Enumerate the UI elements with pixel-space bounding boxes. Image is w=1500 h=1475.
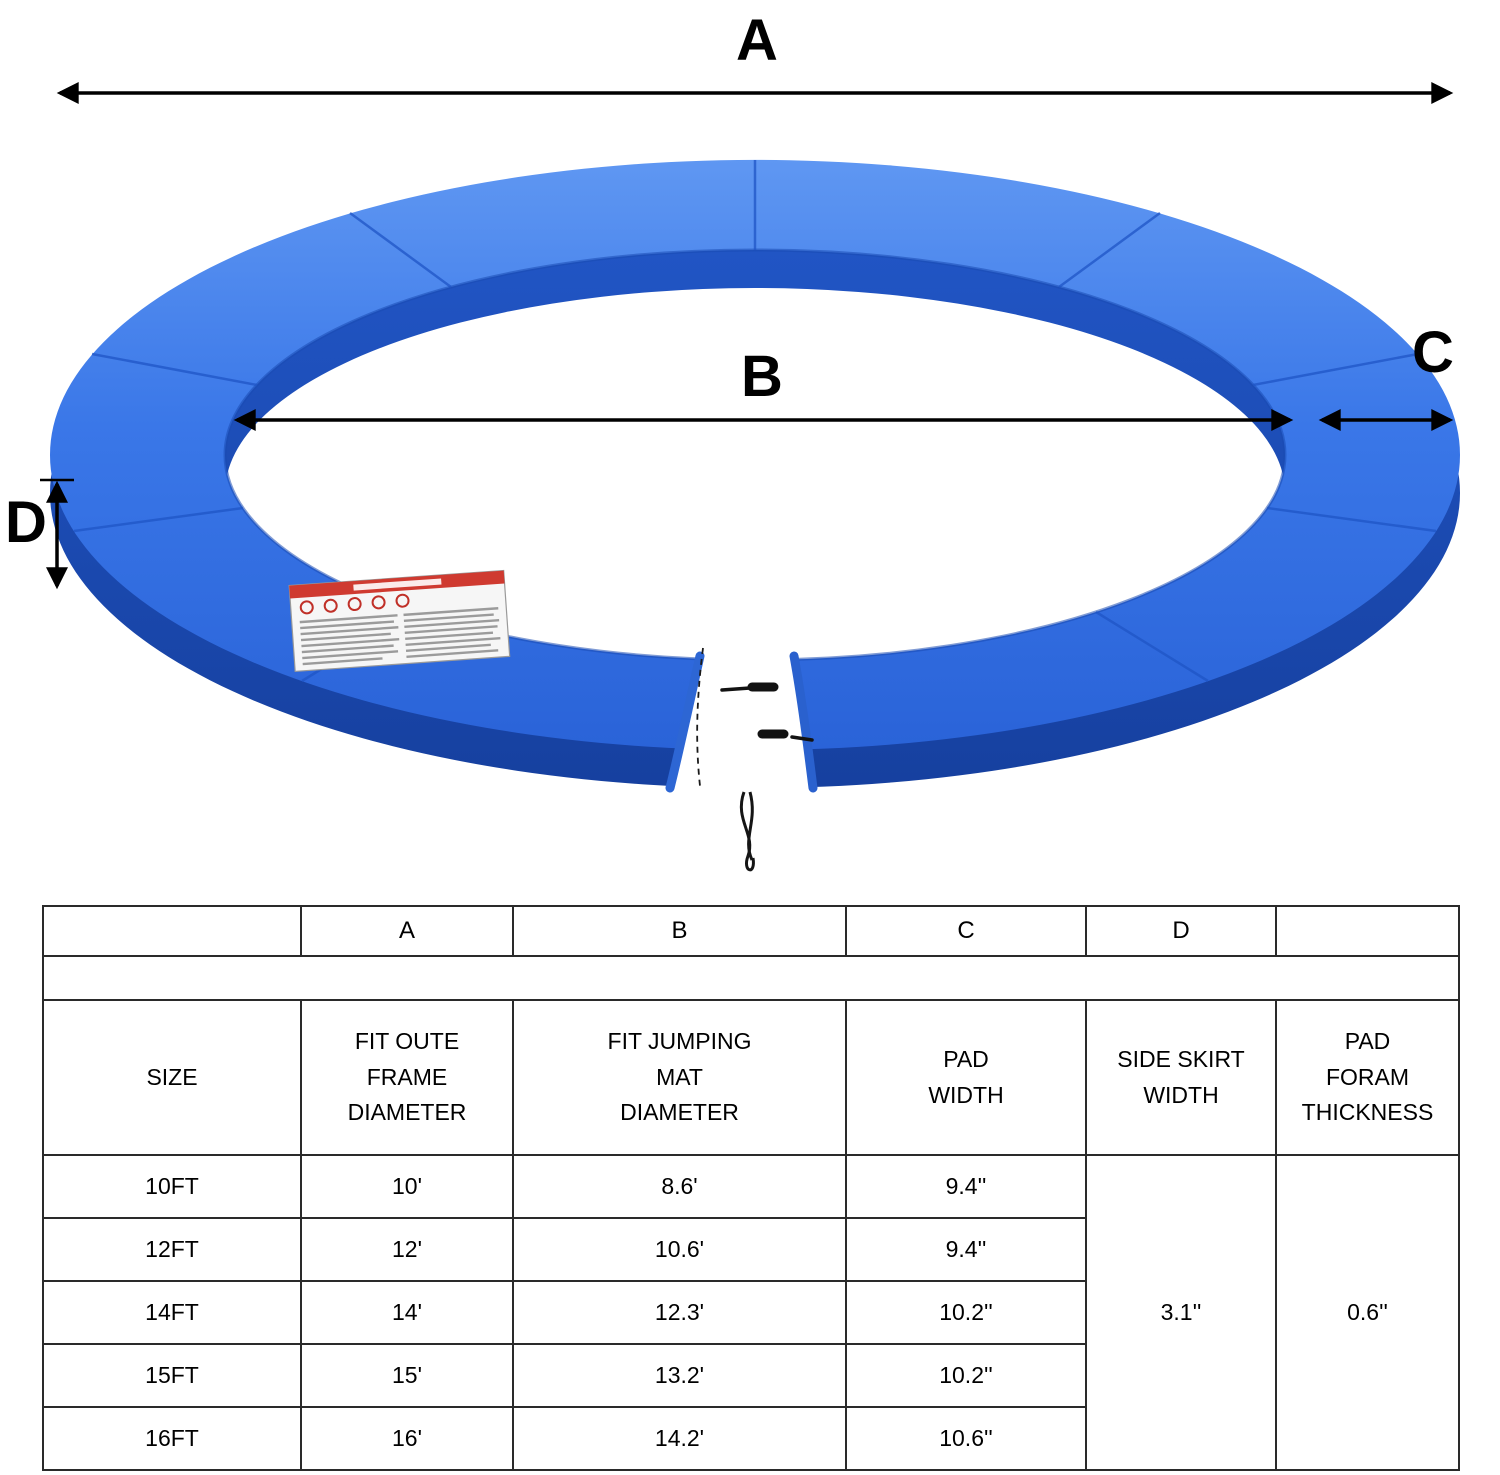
fold-seam-dashed — [696, 647, 704, 787]
cell-a: 15' — [300, 1343, 514, 1408]
cell-c: 9.4'' — [845, 1217, 1087, 1282]
tie-cord — [739, 791, 755, 872]
cell-a: 10' — [300, 1154, 514, 1219]
cell-size: 10FT — [42, 1154, 302, 1219]
letter-header-d: D — [1085, 905, 1277, 957]
cell-b: 8.6' — [512, 1154, 847, 1219]
cell-b: 12.3' — [512, 1280, 847, 1345]
cell-size: 16FT — [42, 1406, 302, 1471]
cell-c: 10.2'' — [845, 1343, 1087, 1408]
table-row: 10FT 10' 8.6' 9.4'' 3.1'' 0.6'' — [42, 1154, 1460, 1471]
table-row: 15FT 15' 13.2' 10.2'' — [42, 1343, 1459, 1408]
table-row: 16FT 16' 14.2' 10.6'' — [42, 1406, 1459, 1471]
cell-b: 10.6' — [512, 1217, 847, 1282]
letter-header-c: C — [845, 905, 1087, 957]
cell-a: 16' — [300, 1406, 514, 1471]
spacer-cell — [42, 955, 1460, 1001]
cell-b: 13.2' — [512, 1343, 847, 1408]
col-header-mat-diameter: FIT JUMPING MAT DIAMETER — [512, 999, 847, 1156]
col-header-size: SIZE — [42, 999, 302, 1156]
letter-header-blank-right — [1275, 905, 1460, 957]
cell-size: 15FT — [42, 1343, 302, 1408]
attachment-clips — [720, 682, 814, 742]
cell-a: 14' — [300, 1280, 514, 1345]
letter-header-blank-left — [42, 905, 302, 957]
dim-label-c: C — [1412, 320, 1454, 385]
size-chart-table: A B C D SIZE FIT OUTE FRAME DIAMETER FIT… — [42, 905, 1460, 1471]
spacer-row — [42, 955, 1460, 1001]
cell-c: 9.4'' — [845, 1154, 1087, 1219]
cell-b: 14.2' — [512, 1406, 847, 1471]
table-row: 12FT 12' 10.6' 9.4'' — [42, 1217, 1459, 1282]
letter-header-row: A B C D — [42, 905, 1460, 957]
table-row: 14FT 14' 12.3' 10.2'' — [42, 1280, 1459, 1345]
cell-side-skirt-merged: 3.1'' — [1085, 1154, 1277, 1471]
pad-left-end-cap — [665, 651, 705, 793]
pad-diagram-svg: A B C D — [5, 8, 1460, 872]
cell-size: 14FT — [42, 1280, 302, 1345]
cell-size: 12FT — [42, 1217, 302, 1282]
col-header-pad-width: PAD WIDTH — [845, 999, 1087, 1156]
col-header-side-skirt-width: SIDE SKIRT WIDTH — [1085, 999, 1277, 1156]
cell-a: 12' — [300, 1217, 514, 1282]
dim-label-b: B — [741, 344, 783, 409]
cell-foam-merged: 0.6'' — [1275, 1154, 1460, 1471]
letter-header-a: A — [300, 905, 514, 957]
cell-c: 10.6'' — [845, 1406, 1087, 1471]
trampoline-pad-diagram: A B C D — [5, 8, 1460, 872]
warning-label — [288, 569, 511, 673]
column-header-row: SIZE FIT OUTE FRAME DIAMETER FIT JUMPING… — [42, 999, 1460, 1156]
dim-label-a: A — [736, 8, 778, 73]
col-header-foam-thickness: PAD FORAM THICKNESS — [1275, 999, 1460, 1156]
dim-label-d: D — [5, 490, 47, 555]
pad-right-end-cap — [789, 651, 818, 793]
letter-header-b: B — [512, 905, 847, 957]
col-header-frame-diameter: FIT OUTE FRAME DIAMETER — [300, 999, 514, 1156]
cell-c: 10.2'' — [845, 1280, 1087, 1345]
